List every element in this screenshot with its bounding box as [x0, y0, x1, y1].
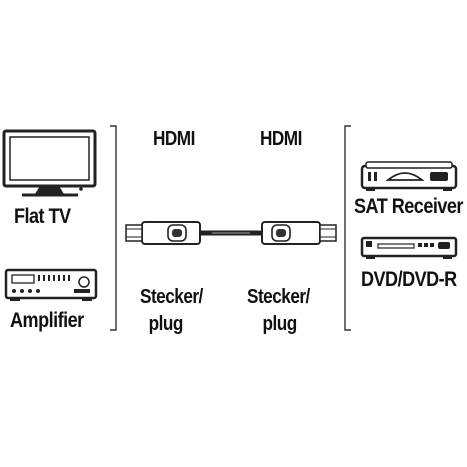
right-connector-label-line1: Stecker/	[247, 286, 310, 308]
amplifier-label: Amplifier	[10, 309, 84, 332]
hdmi-cable	[125, 221, 337, 245]
left-connector-label-line2: plug	[148, 313, 184, 335]
left-connector-label: Stecker/ plug	[140, 284, 203, 338]
left-bracket	[110, 125, 117, 331]
right-hdmi-connector-icon	[261, 221, 337, 245]
sat-receiver-icon	[360, 161, 458, 191]
left-connector-label-line1: Stecker/	[140, 286, 203, 308]
left-hdmi-connector-icon	[125, 221, 201, 245]
dvd-player-icon	[360, 236, 458, 259]
right-hdmi-label: HDMI	[260, 128, 302, 150]
right-connector-label-line2: plug	[262, 313, 297, 335]
right-bracket	[344, 125, 351, 331]
dvd-label: DVD/DVD-R	[361, 268, 457, 291]
amplifier-icon	[4, 268, 98, 301]
flat-tv-label: Flat TV	[14, 205, 71, 228]
sat-receiver-label: SAT Receiver	[354, 195, 463, 218]
tv-icon	[2, 129, 97, 197]
right-connector-label: Stecker/ plug	[247, 284, 310, 338]
left-hdmi-label: HDMI	[153, 128, 195, 150]
